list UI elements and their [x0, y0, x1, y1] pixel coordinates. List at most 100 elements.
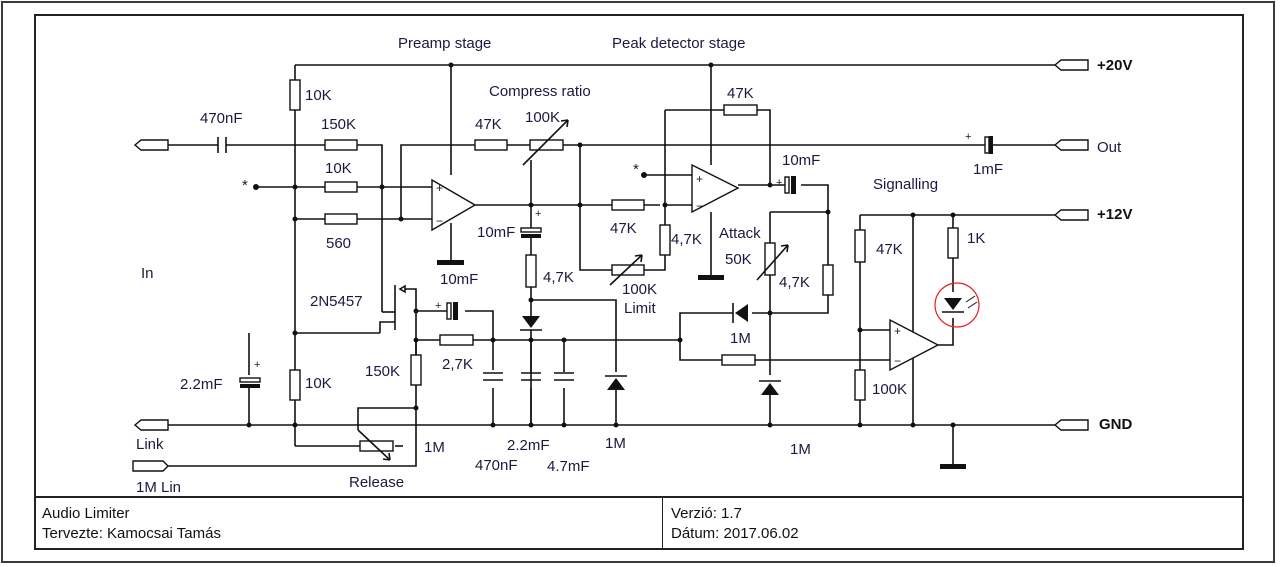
label-r-10k-bottom: 10K [305, 375, 332, 392]
label-port-in: In [141, 265, 154, 282]
schematic-frame [34, 14, 1244, 498]
pot-arrow-limit [609, 254, 643, 286]
jfet-2n5457 [394, 284, 406, 330]
capacitor-10mf-a [520, 227, 542, 233]
grounds [437, 260, 966, 469]
resistor-47k-feedback [474, 139, 508, 151]
label-c-10mf-a: 10mF [477, 224, 515, 241]
capacitor-2m2-link-plate [240, 384, 260, 388]
resistor-100k-sig [854, 369, 866, 401]
label-r-47k-sig: 47K [876, 241, 903, 258]
led-rays-icon [965, 295, 978, 309]
label-r-4k7-c: 4,7K [779, 274, 810, 291]
capacitor-jfet-plate [453, 302, 458, 320]
capacitor-470nf [483, 372, 503, 381]
date: Dátum: 2017.06.02 [671, 525, 799, 542]
port-1m-lin[interactable] [132, 460, 169, 472]
svg-text:+: + [696, 172, 703, 186]
title-block-left: Audio Limiter Tervezte: Kamocsai Tamás [36, 498, 663, 548]
resistor-10k-mid [324, 181, 358, 193]
port-20v[interactable] [1053, 59, 1089, 71]
label-r-1k: 1K [967, 230, 985, 247]
port-out[interactable] [1053, 139, 1089, 151]
capacitor-10mf-c [784, 176, 790, 194]
label-limit: Limit [624, 300, 657, 317]
port-in[interactable] [133, 139, 169, 151]
label-c-out: 1mF [973, 161, 1003, 178]
resistor-4k7-c [822, 264, 834, 296]
resistor-47k-peak [611, 199, 645, 211]
port-gnd[interactable] [1053, 419, 1089, 431]
diode-c [735, 304, 748, 322]
capacitor-2m2 [521, 372, 541, 381]
label-r-47k-peak: 47K [610, 220, 637, 237]
label-d-1m-b: 1M [730, 330, 751, 347]
label-c-4m7: 4.7mF [547, 458, 590, 475]
pot-100k-limit [611, 264, 645, 276]
label-port-12v: +12V [1097, 206, 1132, 223]
title-block-right: Verzió: 1.7 Dátum: 2017.06.02 [663, 498, 1242, 548]
label-pot-50k: 50K [725, 251, 752, 268]
pot-arrow-attack [756, 244, 789, 281]
plus-mark: + [435, 300, 441, 312]
resistor-2k7 [439, 334, 474, 346]
label-port-1m-lin: 1M Lin [136, 479, 181, 496]
resistor-150k-b [410, 354, 422, 386]
label-r-4k7-b: 4,7K [671, 231, 702, 248]
version: Verzió: 1.7 [671, 505, 742, 522]
label-release: Release [349, 474, 404, 491]
resistor-150k [324, 139, 358, 151]
title-block: Audio Limiter Tervezte: Kamocsai Tamás V… [34, 498, 1244, 550]
label-c-470n: 470nF [475, 457, 518, 474]
resistor-47k-sig [854, 229, 866, 263]
ground-symbol [698, 275, 724, 280]
ports [132, 59, 1089, 472]
capacitor-10mf-c-plate [791, 176, 796, 194]
label-preamp-stage: Preamp stage [398, 35, 491, 52]
label-c-2m2: 2.2mF [507, 437, 550, 454]
label-r-100k-sig: 100K [872, 381, 907, 398]
port-12v[interactable] [1053, 209, 1089, 221]
label-c-2m2-link: 2.2mF [180, 376, 223, 393]
svg-text:+: + [894, 324, 901, 338]
label-signalling: Signalling [873, 176, 938, 193]
resistors [289, 79, 959, 461]
label-port-gnd: GND [1099, 416, 1133, 433]
label-r-150k-b: 150K [365, 363, 400, 380]
capacitor-4m7 [554, 372, 574, 381]
resistor-47k-peak-feedback [723, 104, 758, 116]
label-r-560: 560 [326, 235, 351, 252]
label-port-link: Link [136, 436, 164, 453]
svg-text:−: − [696, 199, 703, 213]
labels: Preamp stage Compress ratio Peak detecto… [136, 35, 1133, 496]
label-r-47k-peak-fb: 47K [727, 85, 754, 102]
plus-mark: + [776, 177, 782, 189]
resistor-4k7-a [525, 254, 537, 288]
capacitors [217, 136, 993, 388]
svg-text:−: − [436, 214, 443, 228]
pot-100k-ratio [529, 139, 564, 151]
label-r-47k-fb: 47K [475, 116, 502, 133]
led-highlight [934, 282, 980, 328]
resistor-560 [324, 213, 358, 225]
label-pot-100k-ratio: 100K [525, 109, 560, 126]
plus-mark: + [535, 208, 541, 220]
capacitor-10mf-a-plate [521, 234, 541, 238]
designer: Tervezte: Kamocsai Tamás [42, 525, 221, 542]
label-r-10k-top: 10K [305, 87, 332, 104]
ground-symbol [437, 260, 464, 265]
label-pot-100k-limit: 100K [622, 281, 657, 298]
led-icon [944, 298, 962, 310]
label-attack: Attack [719, 225, 761, 242]
capacitor-470nf-in [217, 137, 227, 153]
label-d-1m-c: 1M [790, 441, 811, 458]
capacitor-1mf-out-plate [989, 136, 993, 154]
label-port-20v: +20V [1097, 57, 1132, 74]
label-star-a: * [242, 177, 248, 194]
port-link[interactable] [133, 419, 169, 431]
label-r-2k7: 2,7K [442, 356, 473, 373]
junctions [246, 62, 956, 428]
label-r-10k-mid: 10K [325, 160, 352, 177]
